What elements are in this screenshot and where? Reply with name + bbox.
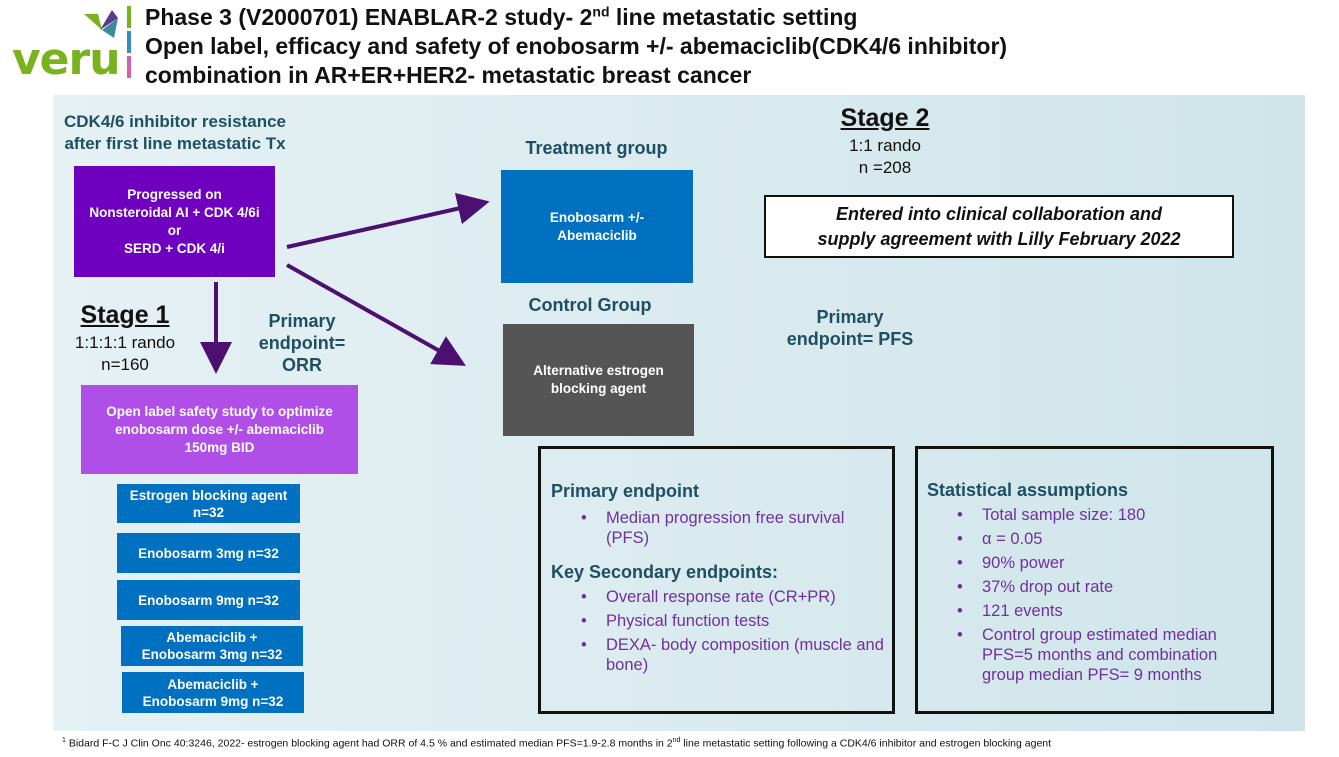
stage1-rando: 1:1:1:1 rando xyxy=(74,333,176,352)
list-item: 37% drop out rate xyxy=(927,577,1263,597)
list-item: α = 0.05 xyxy=(927,529,1263,549)
list-item: Median progression free survival (PFS) xyxy=(551,508,884,548)
arm-enobosarm-3mg: Enobosarm 3mg n=32 xyxy=(117,533,300,573)
stage1-endpoint: Primary endpoint= ORR xyxy=(258,311,346,375)
statistical-assumptions-heading: Statistical assumptions xyxy=(927,480,1129,500)
statistical-assumptions-box: Statistical assumptions Total sample siz… xyxy=(915,446,1274,714)
arm-abemaciclib-enobosarm-3mg: Abemaciclib +Enobosarm 3mg n=32 xyxy=(121,626,303,666)
list-item: Total sample size: 180 xyxy=(927,505,1263,525)
arrow-to-treatment xyxy=(286,192,490,249)
treatment-group-heading: Treatment group xyxy=(525,138,668,158)
veru-logo-mark-icon xyxy=(84,10,118,38)
logo-wordmark: veru xyxy=(12,34,121,85)
resistance-label: CDK4/6 inhibitor resistance after first … xyxy=(63,112,286,153)
progressed-on-box: Progressed on Nonsteroidal AI + CDK 4/6i… xyxy=(74,166,275,277)
page-title: Phase 3 (V2000701) ENABLAR-2 study- 2nd … xyxy=(145,3,1008,88)
stage2-heading: Stage 2 xyxy=(840,104,930,132)
secondary-endpoints-heading: Key Secondary endpoints: xyxy=(551,562,779,582)
list-item: Physical function tests xyxy=(551,611,884,631)
stage2-endpoint: Primary endpoint= PFS xyxy=(786,307,914,349)
arm-abemaciclib-enobosarm-9mg: Abemaciclib +Enobosarm 9mg n=32 xyxy=(122,672,304,713)
list-item: DEXA- body composition (muscle and bone) xyxy=(551,635,884,675)
stage2-n: n =208 xyxy=(858,158,912,177)
control-group-heading: Control Group xyxy=(528,295,652,315)
stage1-heading: Stage 1 xyxy=(80,301,170,329)
arrow-to-control xyxy=(286,263,466,366)
primary-endpoint-heading: Primary endpoint xyxy=(551,481,700,501)
stage1-n: n=160 xyxy=(101,355,149,374)
stage2-block: Stage 2 1:1 rando n =208 xyxy=(815,104,955,179)
open-label-study-box: Open label safety study to optimize enob… xyxy=(81,385,358,474)
footnote: 1 Bidard F-C J Clin Onc 40:3246, 2022- e… xyxy=(62,737,1052,750)
list-item: 121 events xyxy=(927,601,1263,621)
stage1-block: Stage 1 1:1:1:1 rando n=160 xyxy=(55,301,195,376)
endpoints-box: Primary endpoint Median progression free… xyxy=(538,446,895,714)
list-item: Overall response rate (CR+PR) xyxy=(551,587,884,607)
list-item: Control group estimated median PFS=5 mon… xyxy=(927,625,1263,685)
treatment-group-box: Enobosarm +/-Abemaciclib xyxy=(501,170,693,283)
list-item: 90% power xyxy=(927,553,1263,573)
stage2-rando: 1:1 rando xyxy=(849,136,921,155)
logo-divider-bars xyxy=(127,6,131,78)
arm-enobosarm-9mg: Enobosarm 9mg n=32 xyxy=(117,580,300,620)
